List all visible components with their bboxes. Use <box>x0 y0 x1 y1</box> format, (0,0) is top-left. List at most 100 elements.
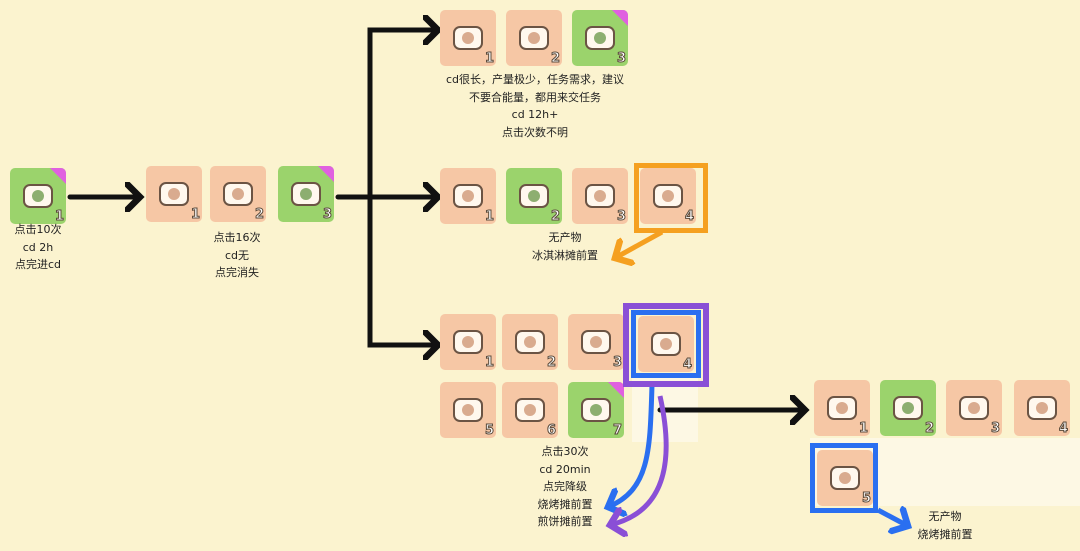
folding-table-icon <box>453 398 483 422</box>
tile-level: 4 <box>1058 421 1068 437</box>
note-line: 无产物 <box>548 231 582 244</box>
item-tile-milk-bottle[interactable]: 2 <box>880 380 936 437</box>
item-tile-balloons[interactable]: 2 <box>506 168 562 225</box>
lunchbox-noodles-icon <box>519 26 549 50</box>
note-line: 煎饼摊前置 <box>537 515 593 528</box>
tile-level: 3 <box>990 421 1000 437</box>
item-tile-ice-cream-cup[interactable]: 4 <box>640 168 696 225</box>
delivery-truck-icon <box>23 184 53 208</box>
notes-ingredients: 无产物烧烤摊前置 <box>918 508 973 543</box>
bead-garland-icon <box>585 184 615 208</box>
tile-level: 3 <box>612 355 622 371</box>
highlight-ice-cream <box>634 163 708 233</box>
notes-lunchbox: cd很长，产量极少，任务需求，建议不要合能量，都用来交任务 cd 12h+ 点击次数… <box>446 71 624 141</box>
note-line: 点完进cd <box>14 258 62 271</box>
note-line: cd 12h+ <box>511 108 559 121</box>
tile-level: 6 <box>546 423 556 439</box>
item-tile-bead-garland[interactable]: 3 <box>572 168 628 225</box>
tile-level: 2 <box>254 207 264 223</box>
tile-level: 3 <box>616 51 626 67</box>
item-tile-flour-dough[interactable]: 3 <box>946 380 1002 437</box>
sparkle-badge-icon <box>50 168 66 184</box>
tile-level: 1 <box>54 209 64 225</box>
item-tile-box-stack[interactable]: 2 <box>210 166 266 223</box>
blue-arrow <box>608 384 655 507</box>
sparkle-badge-icon <box>612 10 628 26</box>
box-cart-icon <box>291 182 321 206</box>
item-tile-red-cabinet[interactable]: 7 <box>568 382 624 439</box>
sparkle-badge-icon <box>318 166 334 182</box>
tile-level: 7 <box>612 423 622 439</box>
tile-level: 1 <box>484 51 494 67</box>
sign-board-icon <box>453 330 483 354</box>
note-line: 不要合能量，都用来交任务 <box>469 90 601 104</box>
note-line: 无产物 <box>928 510 962 523</box>
notes-truck: 点击10次 cd 2h 点完进cd <box>15 221 62 274</box>
tile-level: 3 <box>616 209 626 225</box>
tile-level: 1 <box>484 355 494 371</box>
highlight-meat <box>810 443 878 513</box>
item-tile-red-bucket[interactable]: 2 <box>502 314 558 371</box>
arrow-to-bbq <box>367 194 438 345</box>
tile-level: 1 <box>484 209 494 225</box>
tile-level: 4 <box>682 357 692 373</box>
note-line: 点完消失 <box>215 266 259 279</box>
meat-plate-icon <box>830 466 860 490</box>
item-tile-box[interactable]: 1 <box>146 166 202 223</box>
item-tile-fruit[interactable]: 4 <box>1014 380 1070 437</box>
tile-level: 3 <box>322 207 332 223</box>
milk-bottle-icon <box>893 396 923 420</box>
note-line: 烧烤摊前置 <box>917 527 973 541</box>
item-tile-gas-canister[interactable]: 4 <box>638 316 694 373</box>
ice-cream-cup-icon <box>653 184 683 208</box>
tile-level: 2 <box>550 209 560 225</box>
blue-arrow-2 <box>876 510 908 526</box>
item-tile-delivery-truck[interactable]: 1 <box>10 168 66 225</box>
lunchbox-meal-icon <box>585 26 615 50</box>
highlight-blue <box>631 310 701 378</box>
mini-fridge-icon <box>515 398 545 422</box>
purple-arrow <box>610 395 669 525</box>
sparkle-badge-icon <box>608 382 624 398</box>
note-line: 点击30次 <box>541 445 589 458</box>
item-tile-empty-lunchbox[interactable]: 1 <box>440 10 496 67</box>
tile-level: 2 <box>924 421 934 437</box>
note-line: 点击次数不明 <box>502 125 568 139</box>
chef-hat-icon <box>581 330 611 354</box>
note-line: 点击16次 <box>213 231 261 244</box>
item-tile-chef-hat[interactable]: 3 <box>568 314 624 371</box>
note-line: 冰淇淋摊前置 <box>532 248 598 262</box>
notes-party: 无产物冰淇淋摊前置 <box>532 229 598 264</box>
tile-level: 5 <box>484 423 494 439</box>
item-tile-folding-table[interactable]: 5 <box>440 382 496 439</box>
red-cabinet-icon <box>581 398 611 422</box>
tile-level: 2 <box>546 355 556 371</box>
item-tile-lunchbox-noodles[interactable]: 2 <box>506 10 562 67</box>
note-line: cd 2h <box>22 240 54 254</box>
note-line: cd很长，产量极少，任务需求，建议 <box>445 73 625 86</box>
note-line: cd 20min <box>539 462 591 476</box>
gas-canister-icon <box>651 332 681 356</box>
item-tile-box-cart[interactable]: 3 <box>278 166 334 223</box>
tile-level: 2 <box>550 51 560 67</box>
note-line: 点完降级 <box>543 480 587 493</box>
item-tile-eggs[interactable]: 1 <box>814 380 870 437</box>
balloons-icon <box>519 184 549 208</box>
tile-level: 5 <box>861 491 871 507</box>
item-tile-mini-fridge[interactable]: 6 <box>502 382 558 439</box>
tile-level: 4 <box>684 209 694 225</box>
bunting-flags-icon <box>453 184 483 208</box>
flour-dough-icon <box>959 396 989 420</box>
box-stack-icon <box>223 182 253 206</box>
empty-lunchbox-icon <box>453 26 483 50</box>
item-tile-lunchbox-meal[interactable]: 3 <box>572 10 628 67</box>
orange-arrow <box>615 229 664 258</box>
item-tile-bunting-flags[interactable]: 1 <box>440 168 496 225</box>
tile-level: 1 <box>190 207 200 223</box>
item-tile-sign-board[interactable]: 1 <box>440 314 496 371</box>
item-tile-meat-plate[interactable]: 5 <box>817 450 873 507</box>
note-line: 点击10次 <box>14 223 62 236</box>
